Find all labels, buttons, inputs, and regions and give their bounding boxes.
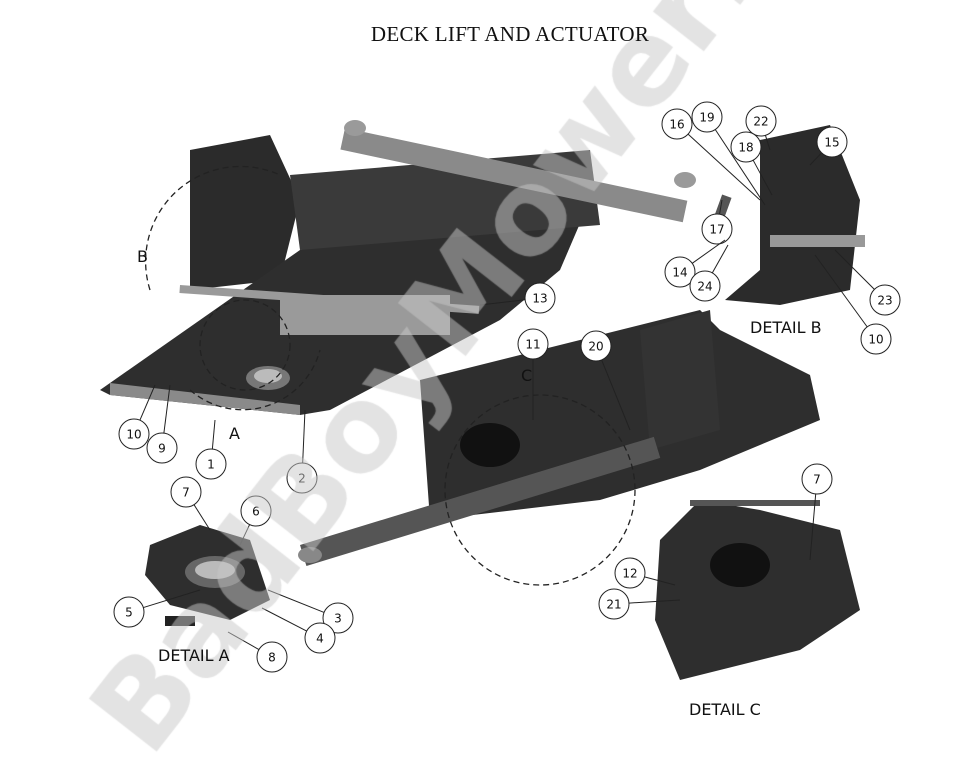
leader-line xyxy=(261,607,307,632)
callout-number: 23 xyxy=(877,294,892,308)
page-title: DECK LIFT AND ACTUATOR xyxy=(370,22,650,46)
callout-number: 15 xyxy=(824,136,839,150)
leader-line xyxy=(302,409,306,464)
view-marker-b: B xyxy=(137,247,148,266)
detail-c-label: DETAIL C xyxy=(689,700,761,719)
callout-number: 1 xyxy=(207,458,215,472)
callout-number: 18 xyxy=(738,141,753,155)
callout-7: 7 xyxy=(170,476,211,531)
callout-number: 10 xyxy=(126,428,141,442)
callout-number: 5 xyxy=(125,606,133,620)
callout-24: 24 xyxy=(689,244,729,302)
callout-number: 8 xyxy=(268,651,276,665)
callout-number: 20 xyxy=(588,340,603,354)
callout-number: 17 xyxy=(709,223,724,237)
callout-number: 7 xyxy=(813,473,821,487)
callout-8: 8 xyxy=(227,631,288,673)
callout-6: 6 xyxy=(239,495,272,546)
view-marker-c: C xyxy=(521,366,533,385)
leader-line xyxy=(711,244,729,274)
callout-number: 16 xyxy=(669,118,684,132)
detail-b-label: DETAIL B xyxy=(750,318,822,337)
callout-2: 2 xyxy=(286,409,318,494)
view-marker-a: A xyxy=(229,424,240,443)
leader-line xyxy=(267,589,325,613)
callout-number: 19 xyxy=(699,111,714,125)
leader-line xyxy=(211,419,216,450)
callout-1: 1 xyxy=(195,419,227,480)
detail-c-assembly xyxy=(655,500,860,680)
callout-number: 11 xyxy=(525,338,540,352)
callout-number: 3 xyxy=(334,612,342,626)
callout-number: 21 xyxy=(606,598,621,612)
callout-number: 24 xyxy=(697,280,712,294)
callout-number: 22 xyxy=(753,115,768,129)
detail-a-assembly xyxy=(145,525,270,626)
callout-number: 7 xyxy=(182,486,190,500)
detail-a-label: DETAIL A xyxy=(158,646,230,665)
callout-number: 12 xyxy=(622,567,637,581)
leader-line xyxy=(227,631,260,651)
callout-number: 4 xyxy=(316,632,324,646)
callout-number: 14 xyxy=(672,266,687,280)
callout-number: 2 xyxy=(298,472,306,486)
callout-number: 6 xyxy=(252,505,260,519)
callout-number: 10 xyxy=(868,333,883,347)
callout-number: 13 xyxy=(532,292,547,306)
callout-number: 9 xyxy=(158,442,166,456)
